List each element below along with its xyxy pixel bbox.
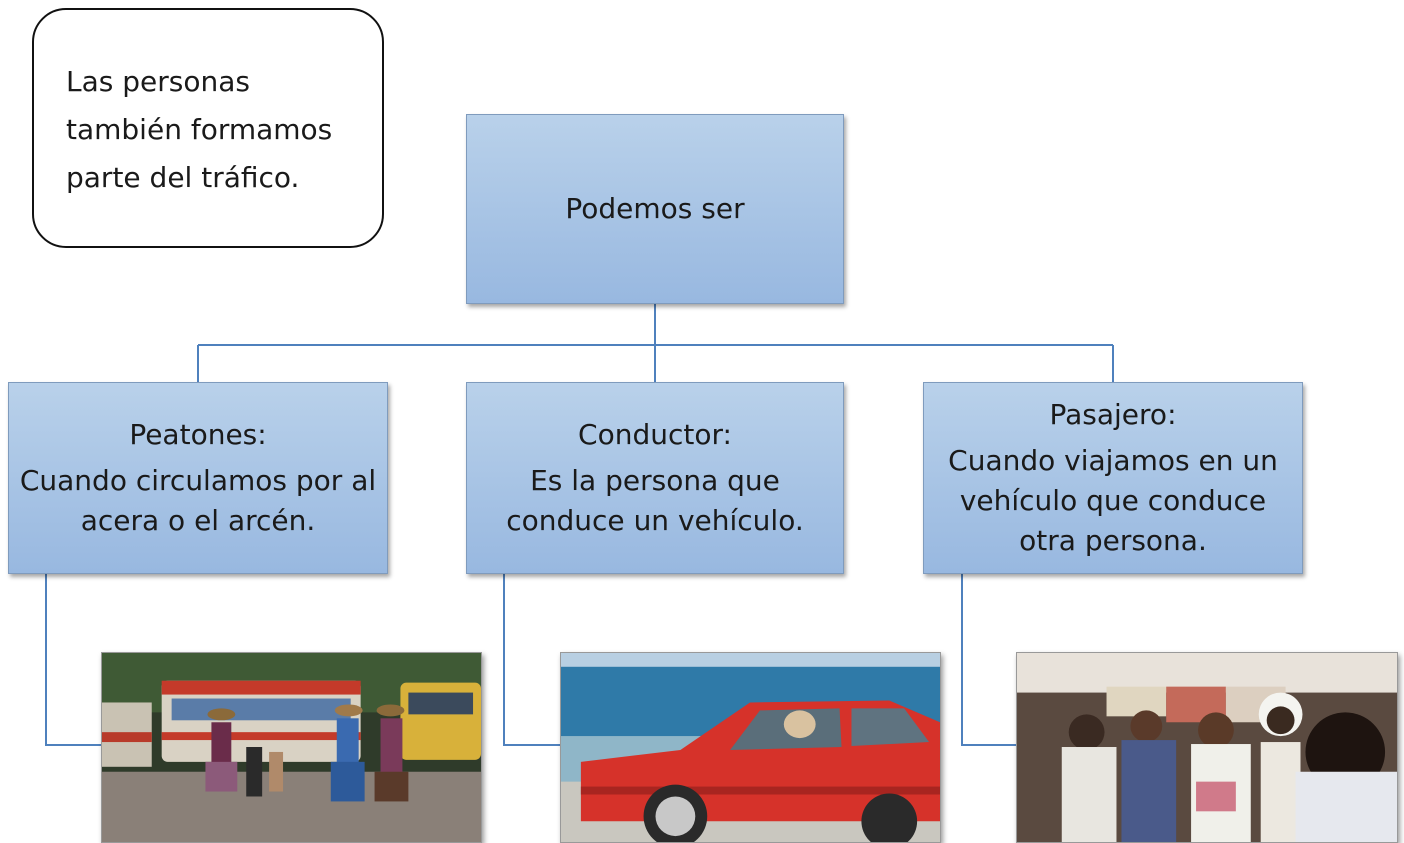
pasajero-line-1: Cuando viajamos en un: [948, 444, 1278, 477]
callout-line-3: parte del tráfico.: [66, 161, 300, 194]
pasajero-line-3: otra persona.: [1019, 524, 1207, 557]
peatones-line-1: Cuando circulamos por al: [19, 464, 377, 497]
intro-callout: Las personas también formamos parte del …: [32, 8, 384, 248]
peatones-heading: Peatones:: [129, 418, 267, 451]
peatones-line-2: acera o el arcén.: [80, 504, 316, 537]
connector-pasajero-photo: [961, 574, 1016, 746]
root-label: Podemos ser: [565, 192, 745, 225]
root-node: Podemos ser: [466, 114, 844, 304]
photo-pedestrians: [101, 652, 482, 843]
node-pasajero: Pasajero: Cuando viajamos en un vehículo…: [923, 382, 1303, 574]
pasajero-heading: Pasajero:: [1049, 398, 1177, 431]
callout-line-1: Las personas: [66, 65, 250, 98]
pasajero-line-2: vehículo que conduce: [959, 484, 1267, 517]
conductor-heading: Conductor:: [578, 418, 732, 451]
conductor-line-1: Es la persona que: [530, 464, 780, 497]
node-conductor: Conductor: Es la persona que conduce un …: [466, 382, 844, 574]
connector-peatones-photo: [45, 574, 101, 746]
photo-passengers: [1016, 652, 1398, 843]
callout-line-2: también formamos: [66, 113, 333, 146]
conductor-line-2: conduce un vehículo.: [506, 504, 804, 537]
connector-conductor-photo: [503, 574, 560, 746]
node-peatones: Peatones: Cuando circulamos por al acera…: [8, 382, 388, 574]
photo-driver-car: [560, 652, 941, 843]
